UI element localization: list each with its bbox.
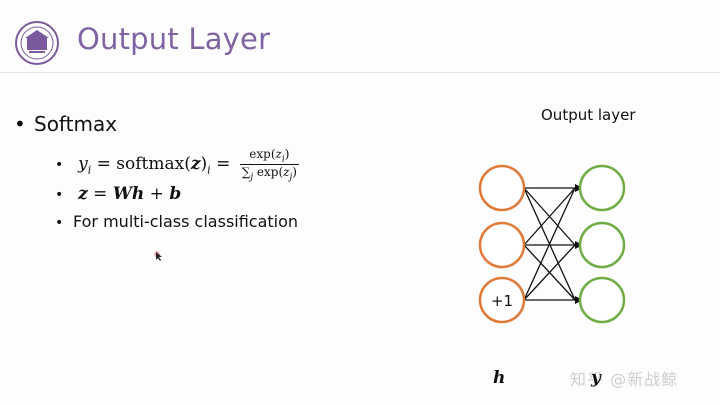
softmax-equation: yi = softmax(z)i = exp(zi) ∑j exp(zj)	[78, 147, 299, 183]
edge	[523, 187, 576, 246]
softmax-fraction: exp(zi) ∑j exp(zj)	[239, 147, 299, 183]
output-layer	[578, 164, 626, 324]
input-vector-label: h	[493, 368, 506, 388]
bias-label: +1	[491, 292, 513, 310]
connections	[523, 187, 576, 301]
bias-neuron	[478, 276, 526, 324]
softmax-formula: • yi = softmax(z)i = exp(zi) ∑j exp(zj)	[55, 147, 299, 183]
input-neuron	[478, 221, 526, 269]
edge	[523, 187, 576, 301]
slide-title: Output Layer	[77, 22, 271, 56]
bullet-label: Softmax	[34, 112, 118, 136]
input-neuron	[478, 164, 526, 212]
output-neuron	[578, 276, 626, 324]
input-layer	[478, 164, 526, 324]
linear-equation: z = Wh + b	[78, 184, 182, 204]
university-logo-icon	[15, 21, 59, 65]
output-neuron	[578, 221, 626, 269]
neural-network-diagram: +1	[478, 164, 626, 324]
multiclass-text: For multi-class classification	[73, 212, 299, 231]
mouse-cursor-icon	[154, 251, 162, 261]
watermark: 知乎 @新战鲸	[570, 370, 679, 389]
output-vector-label: y	[591, 368, 601, 388]
output-layer-label: Output layer	[541, 106, 636, 124]
output-neuron	[578, 164, 626, 212]
multiclass-note: •For multi-class classification	[55, 212, 299, 231]
edge	[523, 244, 576, 301]
linear-formula: • z = Wh + b	[55, 184, 182, 204]
title-divider	[0, 72, 720, 73]
bullet-softmax: •Softmax	[14, 112, 118, 136]
